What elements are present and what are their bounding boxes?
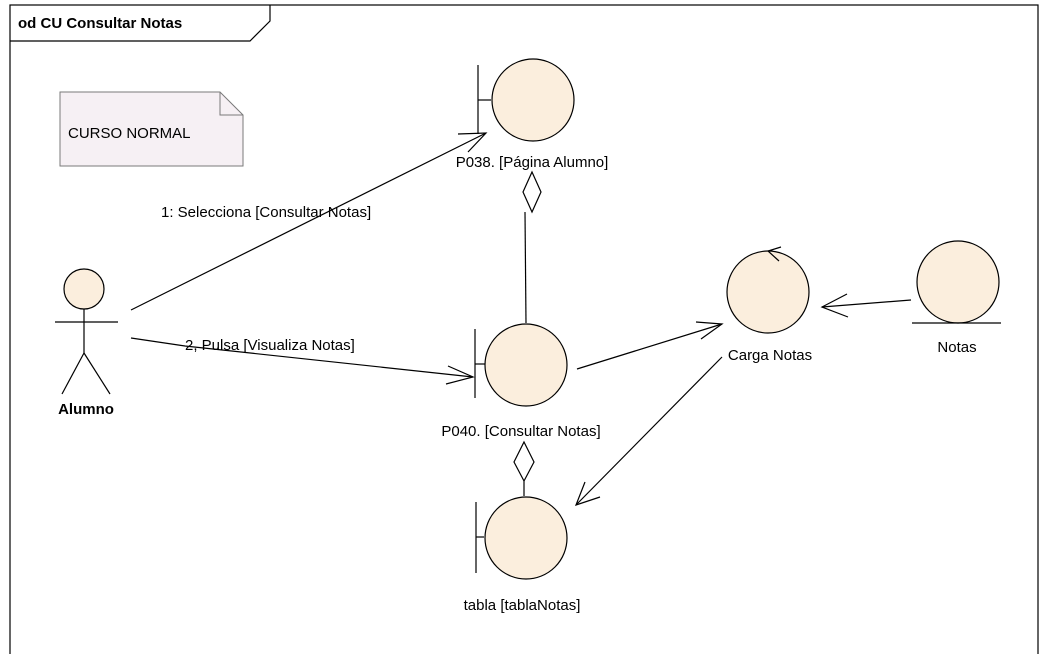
node-label-consultar-notas: P040. [Consultar Notas] [441,423,600,440]
control-carga-notas[interactable]: Carga Notas [726,246,812,364]
actor-name: Alumno [58,401,114,418]
note-text: CURSO NORMAL [68,125,191,142]
aggregation-diamond-1 [522,170,542,214]
edges [130,132,912,506]
edge-notas-carga[interactable] [821,299,912,308]
entity-notas[interactable]: Notas [912,240,1001,356]
frame-title-tab [10,5,271,42]
aggregation-p038-p040[interactable] [524,211,527,324]
message-2-label-group: 2, Pulsa [Visualiza Notas] [185,337,355,354]
edge-p040-carga-arrowhead [695,321,724,340]
boundary-consultar-notas[interactable]: P040. [Consultar Notas] [441,323,601,440]
boundary-tabla-notas[interactable]: tabla [tablaNotas] [464,496,581,614]
edge-carga-tabla-arrowhead [574,481,601,506]
node-label-carga-notas: Carga Notas [728,347,812,364]
node-label-notas: Notas [937,339,976,356]
node-label-tabla-notas: tabla [tablaNotas] [464,597,581,614]
note-curso-normal[interactable]: CURSO NORMAL [59,91,244,167]
actor-alumno[interactable]: Alumno [55,268,118,418]
message-1-arrowhead [457,132,488,153]
message-2-arrowhead [445,365,475,385]
edge-notas-carga-arrowhead [820,293,849,318]
edge-p040-carga[interactable] [576,323,723,370]
frame-title: od CU Consultar Notas [18,15,182,32]
message-1-label: 1: Selecciona [Consultar Notas] [161,204,371,221]
message-1-line[interactable] [130,132,487,311]
message-2-line[interactable] [130,337,474,378]
message-2-label: 2, Pulsa [Visualiza Notas] [185,337,355,354]
aggregation-diamond-2 [513,440,535,483]
node-label-pagina-alumno: P038. [Página Alumno] [456,154,609,171]
boundary-pagina-alumno[interactable]: P038. [Página Alumno] [456,58,609,171]
message-1-label-group: 1: Selecciona [Consultar Notas] [161,204,371,221]
edge-carga-tabla[interactable] [575,356,723,506]
